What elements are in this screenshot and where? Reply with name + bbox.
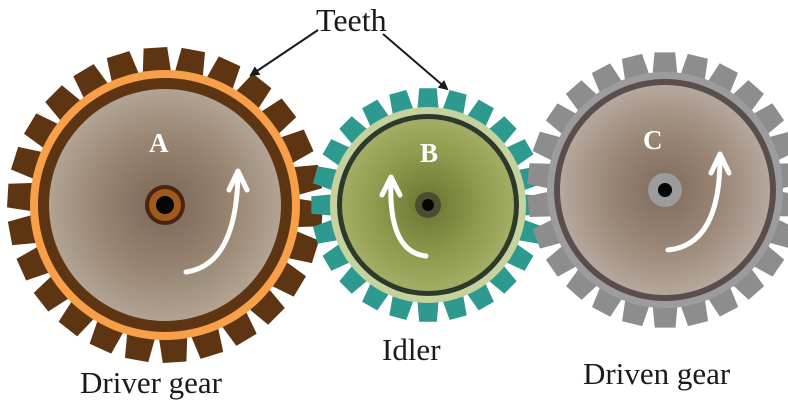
teeth-label: Teeth	[316, 4, 387, 36]
gear-c-letter: C	[643, 127, 663, 154]
gear-a-axle-hole	[156, 196, 174, 214]
teeth-pointer-right	[383, 34, 447, 89]
driver-gear-label: Driver gear	[80, 367, 222, 398]
gear-c	[527, 52, 788, 327]
gear-b	[311, 88, 544, 321]
driven-gear-label: Driven gear	[583, 358, 730, 389]
gear-a	[7, 47, 323, 363]
gear-a-letter: A	[149, 130, 169, 157]
gear-b-letter: B	[420, 140, 438, 167]
gear-b-axle-hole	[422, 199, 434, 211]
idler-label: Idler	[382, 334, 441, 365]
teeth-pointer-left	[251, 30, 318, 75]
gear-c-axle-hole	[658, 183, 672, 197]
